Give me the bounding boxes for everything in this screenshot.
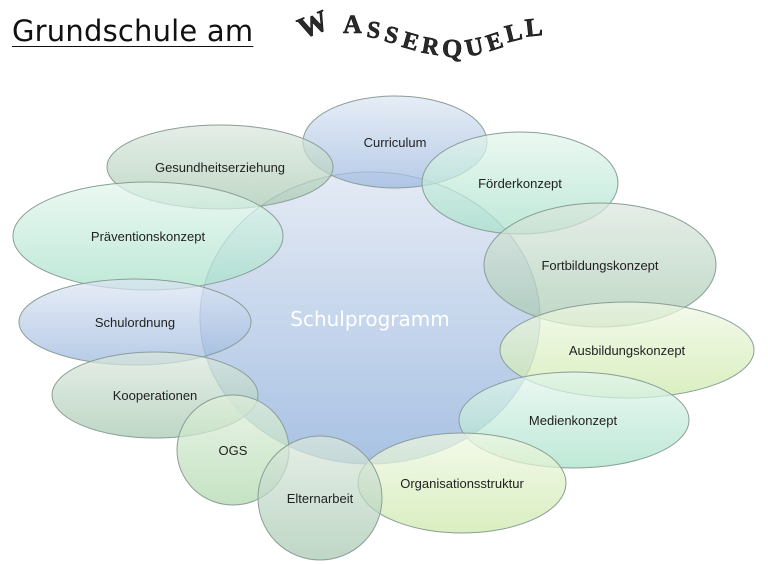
center-label: Schulprogramm — [290, 307, 449, 331]
wasserquell-logo: W A S S E R Q U E L L — [293, 4, 544, 64]
logo-letter: S — [365, 17, 382, 45]
logo-letter: L — [502, 18, 525, 48]
label-curriculum: Curriculum — [364, 135, 427, 150]
label-medienkonzept: Medienkonzept — [529, 413, 618, 428]
label-elternarbeit: Elternarbeit — [287, 491, 354, 506]
node-elternarbeit — [257, 435, 383, 561]
label-kooperationen: Kooperationen — [113, 388, 198, 403]
logo-letter: E — [399, 27, 422, 56]
logo-letter: S — [382, 21, 401, 49]
logo-letter: U — [463, 33, 486, 63]
label-schulordnung: Schulordnung — [95, 315, 175, 330]
label-ogs: OGS — [219, 443, 248, 458]
label-foerderkonzept: Förderkonzept — [478, 176, 562, 191]
label-ausbildungskonzept: Ausbildungskonzept — [569, 343, 686, 358]
logo-letter: Q — [441, 34, 462, 64]
school-name-prefix: Grundschule am — [12, 14, 254, 48]
label-organisationsstruktur: Organisationsstruktur — [400, 476, 524, 491]
label-gesundheitserziehung: Gesundheitserziehung — [155, 160, 285, 175]
label-praeventionskonzept: Präventionskonzept — [91, 229, 206, 244]
logo-letter: L — [524, 12, 544, 43]
logo-letter: A — [343, 10, 362, 39]
logo-letter: R — [420, 33, 442, 62]
label-fortbildungskonzept: Fortbildungskonzept — [541, 258, 658, 273]
